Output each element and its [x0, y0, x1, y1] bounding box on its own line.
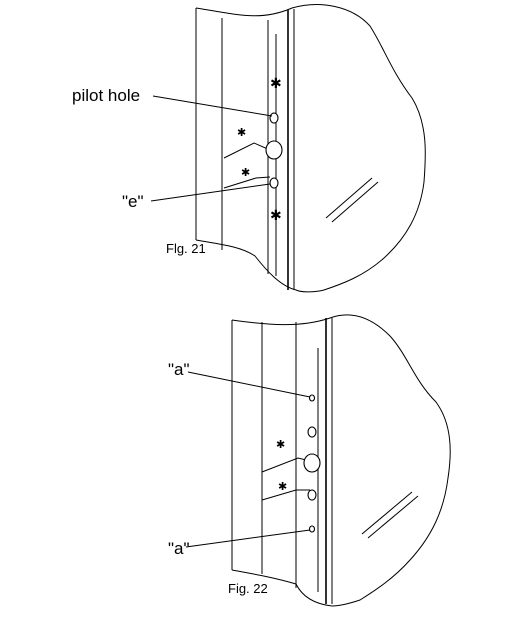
hinge-plate-line	[223, 142, 271, 159]
asterisk-mark: ✱	[241, 167, 250, 179]
large-hole	[265, 140, 283, 160]
hinge-plate-line	[261, 489, 310, 501]
a-top-label: "a"	[168, 360, 190, 379]
a-bottom-leader	[185, 529, 311, 548]
reflection-line	[325, 177, 373, 219]
hole-a	[308, 394, 316, 402]
reflection-line	[367, 495, 419, 539]
pilot-hole	[269, 112, 279, 124]
hinge-plate-line	[223, 176, 271, 189]
glass-panel-outline	[195, 4, 426, 293]
star-mark: ✱	[270, 75, 282, 91]
reflection-line	[331, 181, 379, 223]
pilot-hole-leader	[152, 95, 273, 117]
reflection-line	[361, 491, 413, 535]
pilot-hole	[307, 489, 317, 501]
figure-22: ✱ ✱ "a" "a" Fig. 22	[168, 314, 451, 607]
asterisk-mark: ✱	[278, 481, 287, 493]
e-label: "e"	[122, 192, 144, 211]
e-leader	[150, 183, 271, 202]
a-bottom-label: "a"	[168, 539, 190, 558]
star-mark: ✱	[270, 207, 282, 223]
figure-21: ✱ ✱ ✱ ✱ pilot hole "e" Flg. 21	[72, 4, 426, 293]
large-hole	[303, 453, 321, 473]
figure-22-caption: Fig. 22	[228, 581, 268, 596]
asterisk-mark: ✱	[237, 127, 246, 139]
a-top-leader	[187, 371, 311, 398]
figure-21-caption: Flg. 21	[166, 241, 206, 256]
pilot-hole-label: pilot hole	[72, 86, 140, 105]
hole-e	[269, 177, 279, 189]
hole-a	[308, 525, 316, 533]
asterisk-mark: ✱	[276, 439, 285, 451]
pilot-hole	[307, 426, 317, 438]
glass-panel-outline	[231, 314, 451, 607]
